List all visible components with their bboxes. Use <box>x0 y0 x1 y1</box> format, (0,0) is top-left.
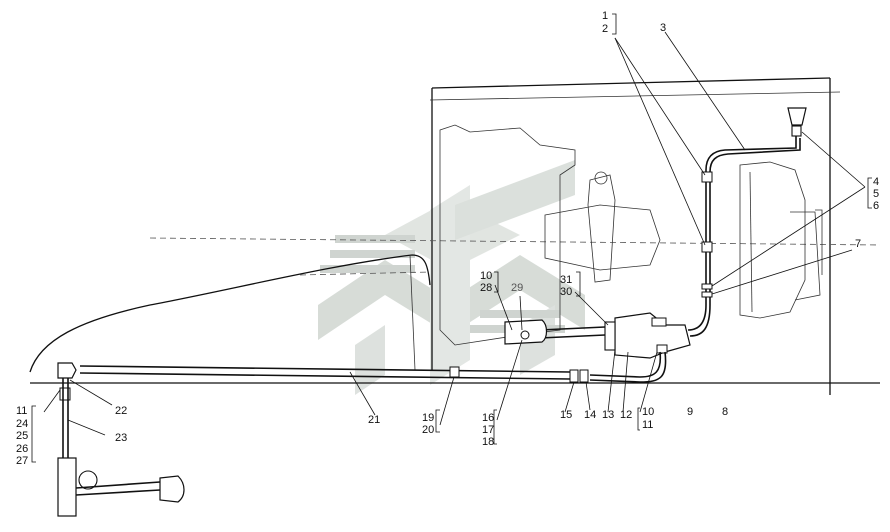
callout-17: 17 <box>482 424 494 436</box>
booster-unit <box>614 312 691 359</box>
callout-11-left: 11 <box>16 405 27 417</box>
callout-16: 16 <box>482 412 494 424</box>
callout-12: 12 <box>620 409 632 421</box>
master-cylinder <box>57 457 77 517</box>
callout-23: 23 <box>115 432 127 444</box>
callout-26: 26 <box>16 443 28 455</box>
callout-22: 22 <box>115 405 127 417</box>
callout-20: 20 <box>422 424 434 436</box>
callout-labels: 1 2 3 4 5 6 7 8 9 10 28 29 31 30 11 24 2… <box>16 10 879 467</box>
callout-13: 13 <box>602 409 614 421</box>
fluid-reservoir <box>787 107 807 126</box>
callout-24: 24 <box>16 418 28 430</box>
callout-1: 1 <box>602 10 608 22</box>
callout-10-lower: 10 <box>642 406 654 418</box>
callout-9: 9 <box>687 406 693 418</box>
callout-5: 5 <box>873 188 879 200</box>
callout-19: 19 <box>422 412 434 424</box>
callout-6: 6 <box>873 200 879 212</box>
callout-10-upper: 10 <box>480 270 492 282</box>
callout-3: 3 <box>660 22 666 34</box>
callout-31: 31 <box>560 274 572 286</box>
callout-27: 27 <box>16 455 28 467</box>
callout-4: 4 <box>873 176 879 188</box>
callout-11-lower: 11 <box>642 419 653 431</box>
vehicle-frame-outline <box>29 77 881 395</box>
callout-2: 2 <box>602 23 608 35</box>
callout-21: 21 <box>368 414 380 426</box>
callout-25: 25 <box>16 430 28 442</box>
callout-8: 8 <box>722 406 728 418</box>
callout-14: 14 <box>584 409 596 421</box>
callout-30: 30 <box>560 286 572 298</box>
watermark-logo <box>318 160 585 395</box>
pedal-pad <box>159 475 185 503</box>
leader-lines <box>31 13 872 463</box>
callout-28: 28 <box>480 282 492 294</box>
callout-29: 29 <box>511 282 523 294</box>
callout-18: 18 <box>482 436 494 448</box>
callout-7: 7 <box>855 238 861 250</box>
callout-15: 15 <box>560 409 572 421</box>
hydraulic-pipes <box>57 107 807 517</box>
